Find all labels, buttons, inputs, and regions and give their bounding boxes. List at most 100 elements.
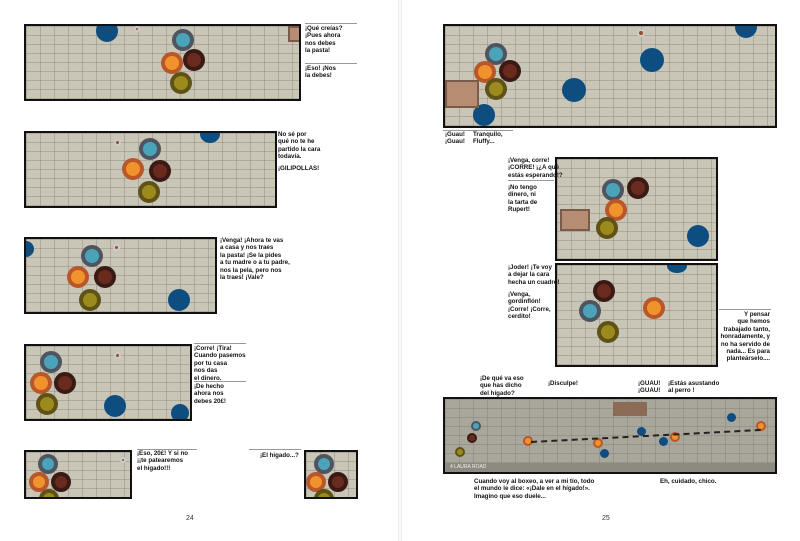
speech-text: ¡GUAU! ¡GUAU! [638, 380, 661, 395]
navy-circle [687, 225, 709, 247]
blue-character [471, 421, 481, 431]
small-dot [114, 352, 121, 359]
navy-circle [26, 241, 34, 257]
navy-circle [473, 104, 495, 126]
navy-circle [104, 395, 126, 417]
speech-text: Eh, cuidado, chico. [660, 478, 717, 485]
navy-circle [168, 289, 190, 311]
blue-character [40, 351, 62, 373]
blue-character [602, 179, 624, 201]
panel-3-left [24, 237, 217, 314]
orange-character [474, 61, 496, 83]
page-number-left: 24 [186, 515, 194, 522]
brown-character [593, 280, 615, 302]
caption-rule [194, 343, 246, 344]
panel-4-right: 4 LAURA ROAD [443, 397, 777, 474]
olive-character [596, 217, 618, 239]
brown-character [467, 433, 477, 443]
small-dot [114, 139, 121, 146]
brown-character [51, 472, 71, 492]
speech-text: ¡Venga! ¡Ahora te vas a casa y nos traes… [220, 237, 290, 282]
orange-character [523, 436, 533, 446]
speech-text: ¡Venga, gordinflón! ¡Corre! ¡Corre, cerd… [508, 291, 551, 321]
speech-text: ¡De qué va eso que has dicho del hígado? [480, 375, 524, 397]
speech-text: Y pensar que hemos trabajado tanto, honr… [720, 311, 770, 363]
olive-character [485, 78, 507, 100]
olive-character [79, 289, 101, 311]
olive-character [39, 489, 59, 497]
caption-rule [443, 130, 513, 131]
brown-character [183, 49, 205, 71]
orange-character [605, 199, 627, 221]
orange-character [643, 297, 665, 319]
panel-5b-left [304, 450, 358, 499]
panel-2-left [24, 131, 277, 208]
left-page: ¡Qué creías? ¡Pues ahora nos debes la pa… [0, 0, 398, 541]
rug [288, 26, 299, 42]
panel-4-left [24, 344, 192, 421]
wall-shelf [613, 402, 647, 416]
blue-character [485, 43, 507, 65]
speech-text: ¡GILIPOLLAS! [278, 165, 320, 172]
panel-3-right [555, 263, 718, 367]
speech-text: ¡Joder! ¡Te voy a dejar la cara hecha un… [508, 264, 560, 286]
speech-text: ¡De hecho ahora nos debes 20£! [194, 383, 226, 405]
caption-rule [305, 63, 357, 64]
speech-text: Tranquilo, Fluffy... [473, 131, 503, 146]
small-dot [113, 244, 120, 251]
panel-5a-left [24, 450, 132, 499]
rug [560, 209, 590, 231]
page-number-right: 25 [602, 515, 610, 522]
caption-rule [508, 180, 554, 181]
brown-character [627, 177, 649, 199]
caption-rule [719, 309, 771, 310]
speech-text: ¡Disculpe! [548, 380, 578, 387]
small-dot [637, 29, 645, 37]
small-dot [120, 457, 126, 463]
olive-character [455, 447, 465, 457]
brown-character [94, 266, 116, 288]
olive-character [314, 489, 334, 497]
navy-circle [735, 26, 757, 38]
speech-text: ¡Corre! ¡Tira! Cuando pasemos por tu cas… [194, 345, 246, 382]
navy-circle [727, 413, 736, 422]
orange-character [756, 421, 766, 431]
orange-character [122, 158, 144, 180]
street-sign: 4 LAURA ROAD [450, 464, 487, 470]
speech-text: ¡Venga, corre! ¡CORRE! ¡¿A qué estás esp… [508, 157, 563, 179]
navy-circle [200, 133, 220, 143]
caption-rule [249, 449, 301, 450]
navy-circle [667, 265, 687, 273]
blue-character [38, 454, 58, 474]
navy-circle [600, 449, 609, 458]
speech-text: ¡Eso, 20£! Y si no ¡¡te patearemos el hí… [137, 450, 189, 472]
navy-circle [96, 26, 118, 42]
speech-text: ¡No tengo dinero, ni la tarta de Rupert! [508, 184, 538, 214]
caption-rule [305, 23, 357, 24]
navy-circle [171, 404, 189, 419]
olive-character [170, 72, 192, 94]
olive-character [597, 321, 619, 343]
caption-rule [137, 449, 197, 450]
brown-character [328, 472, 348, 492]
right-page: ¡Guau! ¡Guau! Tranquilo, Fluffy... ¡Veng… [402, 0, 800, 541]
brown-character [499, 60, 521, 82]
orange-character [67, 266, 89, 288]
navy-circle [637, 427, 646, 436]
speech-text: ¡Qué creías? ¡Pues ahora nos debes la pa… [305, 25, 343, 55]
navy-circle [640, 48, 664, 72]
olive-character [36, 393, 58, 415]
orange-character [30, 372, 52, 394]
orange-character [161, 52, 183, 74]
rug [445, 80, 479, 108]
blue-character [172, 29, 194, 51]
speech-text: ¡Estás asustando al perro ! [668, 380, 720, 395]
blue-character [139, 138, 161, 160]
orange-character [670, 432, 680, 442]
panel-1-left [24, 24, 301, 101]
speech-text: ¡Guau! ¡Guau! [445, 131, 465, 146]
olive-character [138, 181, 160, 203]
orange-character [29, 472, 49, 492]
caption-rule [194, 381, 246, 382]
panel-2-right [555, 157, 718, 261]
